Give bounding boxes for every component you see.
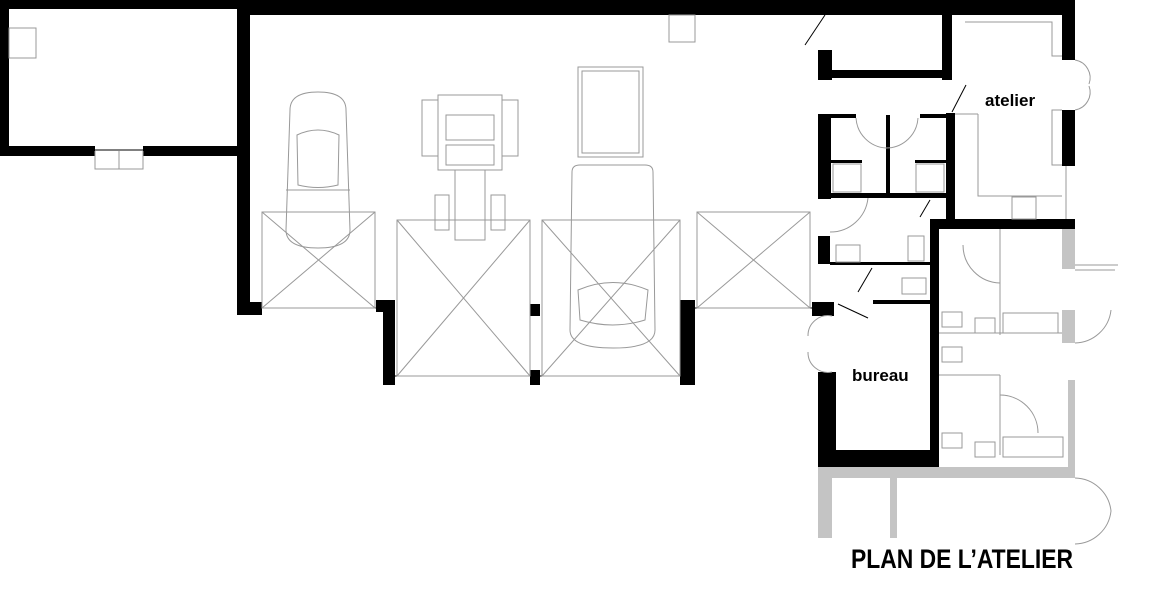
annex-door — [94, 149, 144, 170]
tractor-icon — [421, 94, 519, 241]
trailer-icon — [577, 66, 644, 158]
garage — [237, 0, 1075, 385]
atelier-room: atelier — [930, 0, 1091, 229]
storage-room — [804, 12, 952, 80]
annex-room — [0, 0, 245, 170]
bureau-room: bureau — [807, 222, 939, 467]
existing-structure — [818, 229, 1118, 545]
room-label-atelier: atelier — [985, 91, 1035, 110]
bathrooms — [818, 114, 948, 304]
car-icon — [285, 91, 351, 249]
van-icon — [569, 164, 656, 349]
plan-title: PLAN DE L’ATELIER — [851, 544, 1073, 574]
room-label-bureau: bureau — [852, 366, 909, 385]
